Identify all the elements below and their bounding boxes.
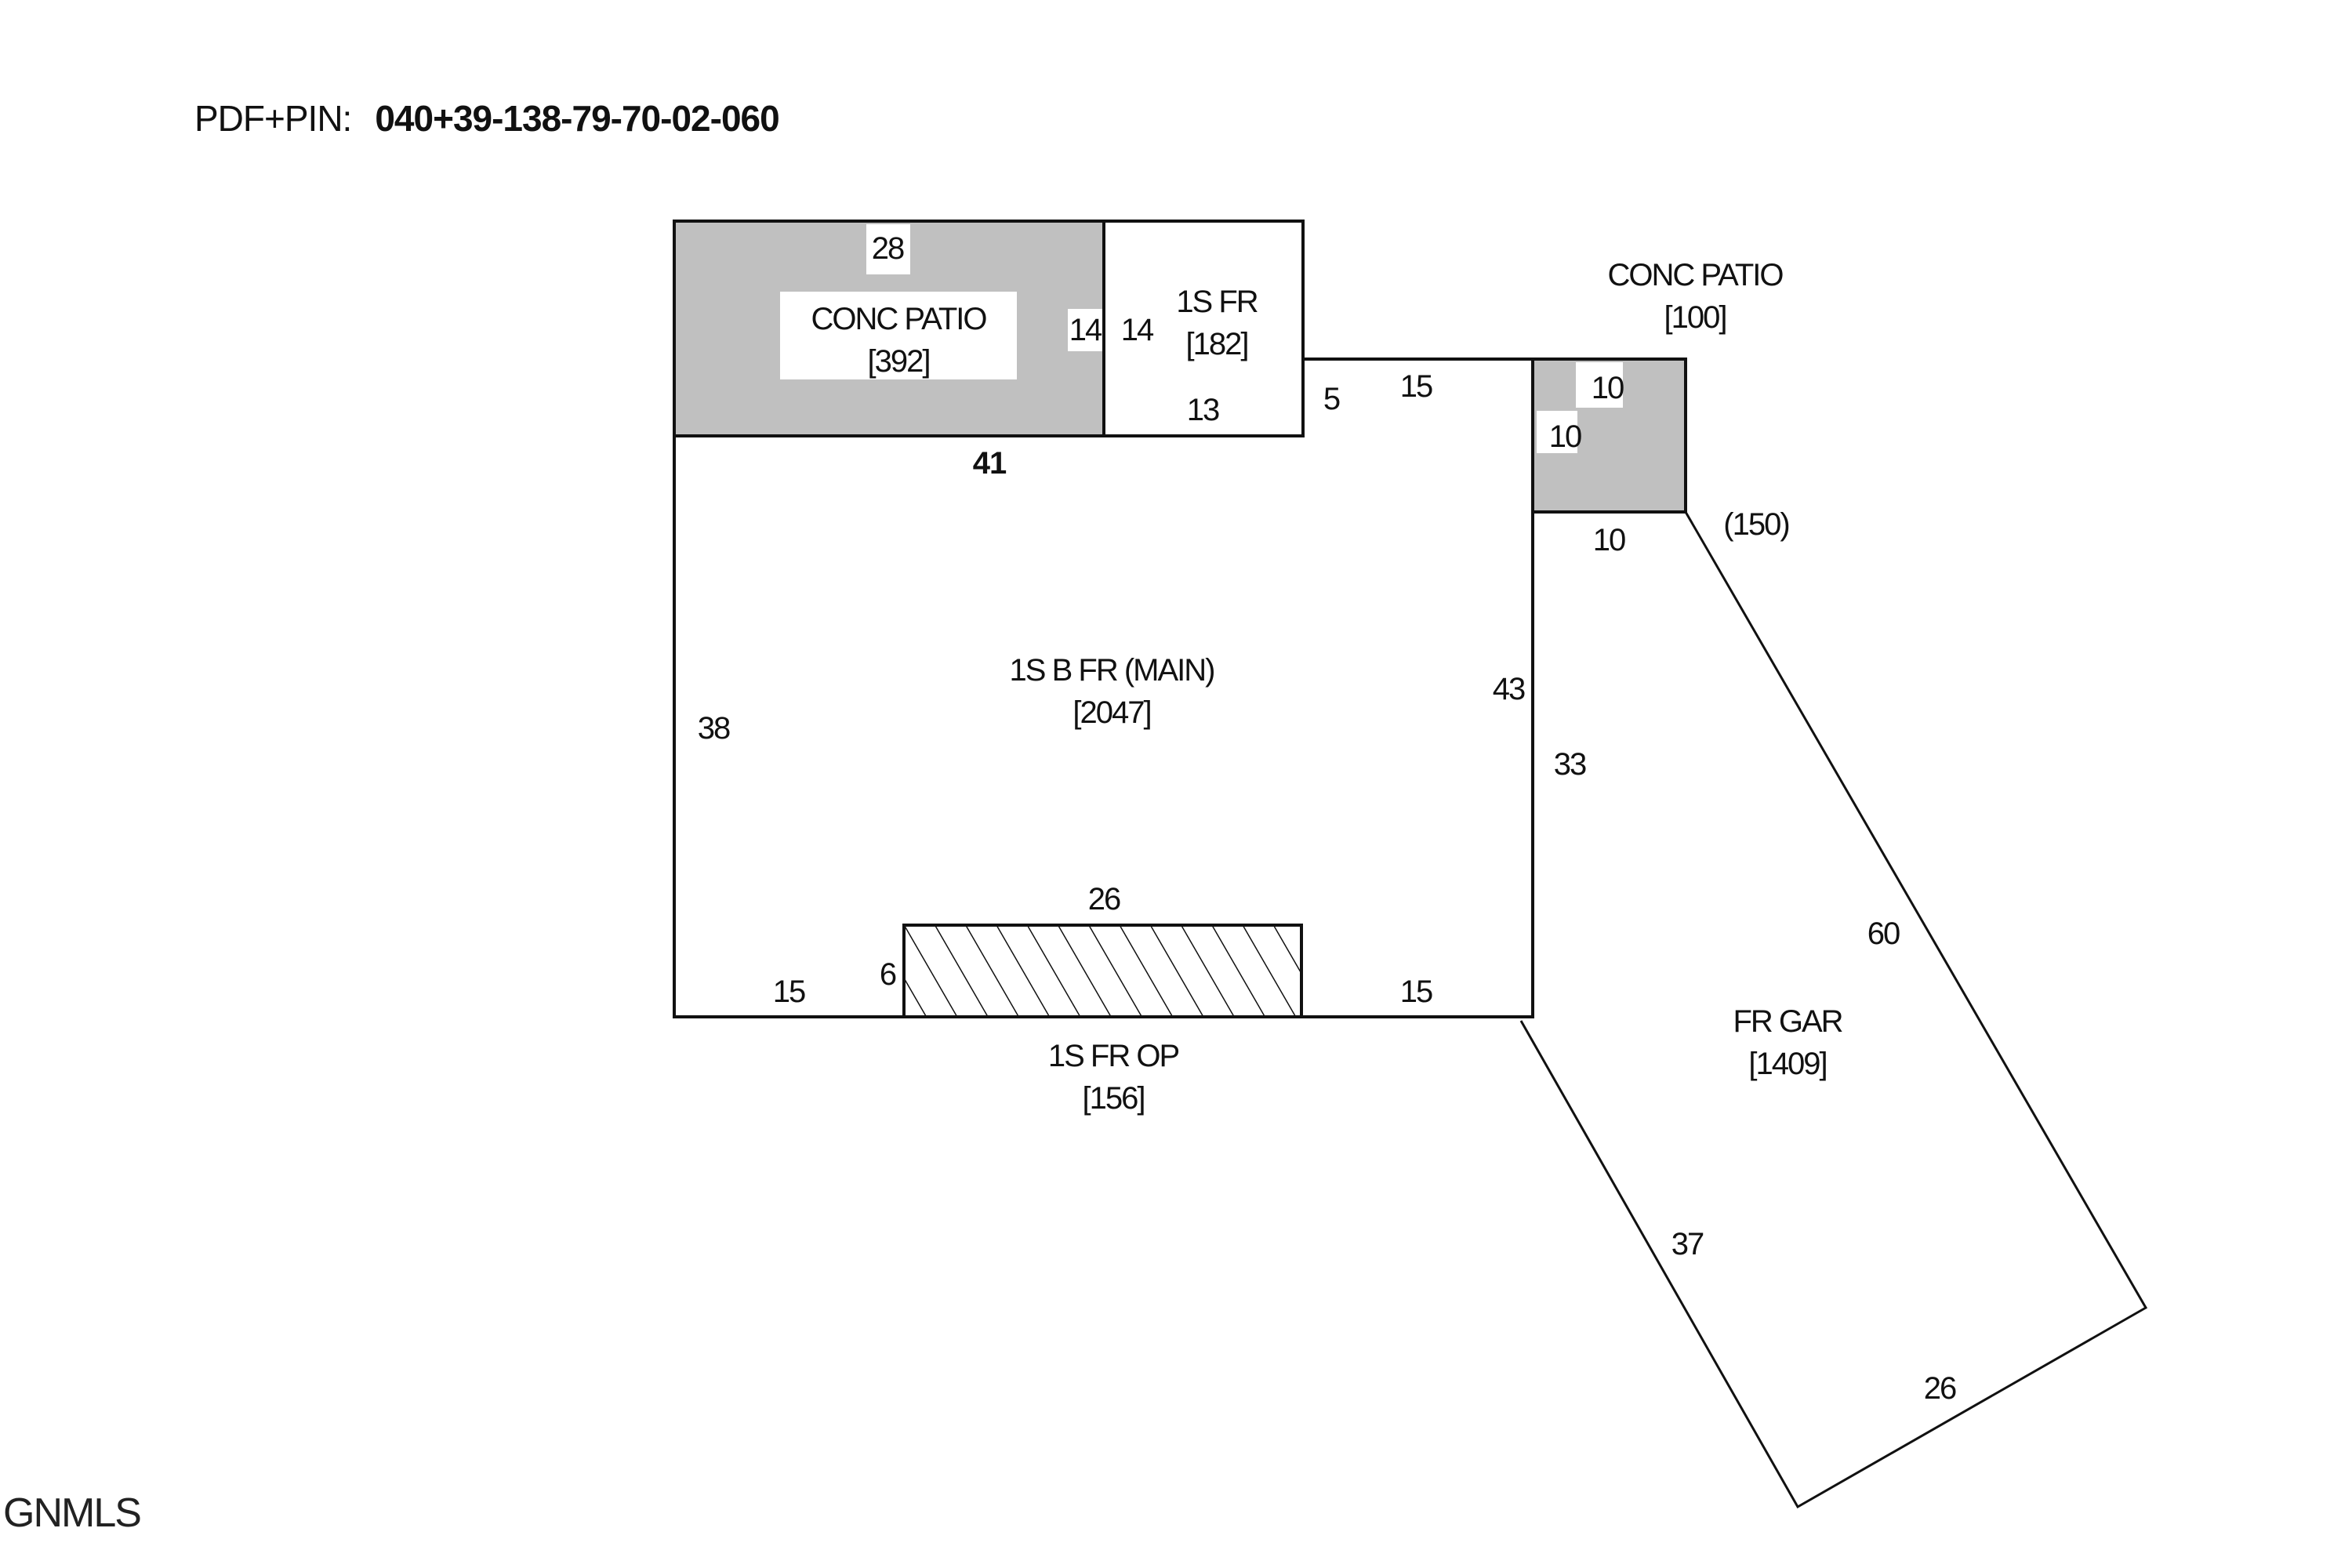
main-step-top-dim: 15 [1400, 369, 1432, 404]
patio-right-name: CONC PATIO [1608, 258, 1784, 292]
garage-extra-area: (150) [1723, 507, 1788, 542]
main-house-outline [673, 358, 1534, 1018]
sfr-bottom-dim: 13 [1187, 393, 1219, 427]
patio-label-bg [780, 292, 1017, 379]
garage-area: [1409] [1748, 1047, 1826, 1081]
patio-left-right-dim: 14 [1069, 313, 1102, 347]
open-porch [902, 924, 1303, 1018]
watermark-logo: GNMLS [3, 1490, 142, 1536]
garage-bottom-dim: 26 [1924, 1371, 1956, 1406]
main-bottom-left-dim: 15 [773, 975, 805, 1009]
patio-right-bottom-dim: 10 [1593, 523, 1625, 557]
garage-left-dim: 33 [1554, 747, 1586, 782]
main-name: 1S B FR (MAIN) [1010, 653, 1214, 688]
sfr-name: 1S FR [1176, 285, 1258, 319]
porch-top-dim: 26 [1088, 882, 1120, 916]
patio-left-top-dim: 28 [872, 231, 904, 266]
main-step-dim: 5 [1323, 382, 1340, 416]
pin-value: 040+39-138-79-70-02-060 [375, 98, 779, 139]
patio-left-name: CONC PATIO [811, 302, 987, 336]
sfr-area: [182] [1186, 327, 1248, 361]
porch-name: 1S FR OP [1048, 1039, 1179, 1073]
patio-right-top-dim: 10 [1592, 371, 1624, 405]
dim-bg [1068, 309, 1102, 351]
pin-header: PDF+PIN: 040+39-138-79-70-02-060 [194, 97, 780, 140]
dim-bg [1537, 411, 1577, 453]
main-left-dim: 38 [698, 711, 730, 746]
main-top-dim: 41 [973, 446, 1007, 481]
main-area: [2047] [1073, 695, 1150, 730]
pin-label: PDF+PIN: [194, 98, 352, 139]
porch-area: [156] [1083, 1081, 1145, 1116]
patio-right-left-dim: 10 [1549, 419, 1581, 454]
dim-bg [1576, 362, 1623, 408]
patio-left-area: [392] [868, 344, 930, 379]
porch-left-dim: 6 [880, 957, 896, 992]
garage-bottom-left-dim: 37 [1671, 1227, 1704, 1261]
garage-right-dim: 60 [1867, 916, 1900, 951]
garage-name: FR GAR [1733, 1004, 1842, 1039]
dim-bg [866, 224, 910, 274]
main-right-dim: 43 [1493, 672, 1525, 706]
main-bottom-right-dim: 15 [1400, 975, 1432, 1009]
garage-outline [1519, 511, 2148, 1509]
patio-right-area: [100] [1664, 300, 1726, 335]
sfr-left-dim: 14 [1121, 313, 1154, 347]
sfr-small-room [1102, 220, 1305, 437]
